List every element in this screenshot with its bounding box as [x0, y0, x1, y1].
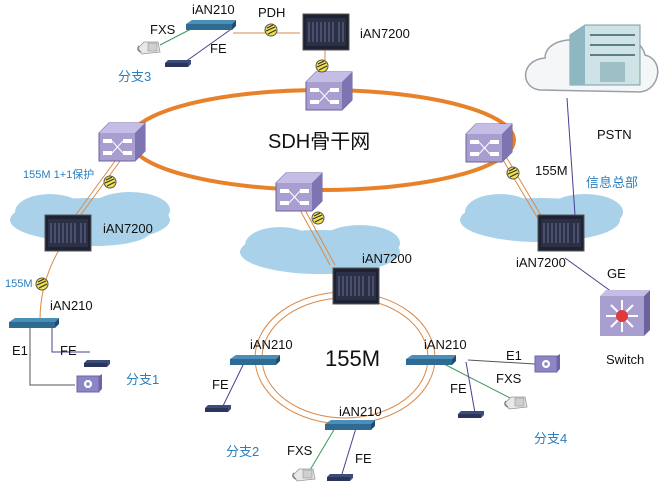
- ian210-branch3: [186, 20, 236, 30]
- ge-label: GE: [607, 266, 626, 281]
- ian7200-label-hq: iAN7200: [516, 255, 566, 270]
- ian7200-hq: [537, 214, 585, 252]
- hq-label: 信息总部: [586, 175, 639, 190]
- ian7200-top: [302, 13, 350, 51]
- fe-label-branch4: FE: [450, 381, 467, 396]
- pbx-icon-branch4: [534, 353, 561, 373]
- 155m-label-left: 155M: [5, 278, 33, 290]
- repeater-icon: [311, 211, 325, 225]
- pdh-label: PDH: [258, 5, 286, 20]
- ian210-label-ring-bottom: iAN210: [339, 404, 382, 419]
- ring-155m-label: 155M: [325, 346, 381, 371]
- ian7200-label-top: iAN7200: [360, 26, 410, 41]
- pstn-label: PSTN: [597, 127, 632, 142]
- branch3-label: 分支3: [118, 69, 152, 84]
- ian210-label-branch4: iAN210: [424, 337, 467, 352]
- phone-icon-branch4: [504, 396, 528, 410]
- ian210-branch4: [406, 355, 456, 365]
- hub-branch2: [205, 405, 231, 412]
- ian210-ring-bottom: [325, 420, 375, 430]
- ian210-label-branch2: iAN210: [250, 337, 293, 352]
- building-icon: [569, 24, 641, 86]
- protection-label: 155M 1+1保护: [23, 169, 95, 181]
- branch4-label: 分支4: [534, 431, 568, 446]
- repeater-icon: [506, 166, 520, 180]
- ian210-label-branch1: iAN210: [50, 298, 93, 313]
- fe-label-branch2: FE: [212, 377, 229, 392]
- phone-icon-branch3: [137, 41, 161, 55]
- pbx-icon-branch1: [76, 373, 103, 393]
- repeater-icon: [103, 175, 117, 189]
- repeater-icon: [315, 59, 329, 73]
- hub-bottom: [327, 474, 353, 481]
- fe-label-branch1: FE: [60, 343, 77, 358]
- ian7200-center: [332, 267, 380, 305]
- repeater-icon: [264, 23, 278, 37]
- branch1-label: 分支1: [126, 372, 160, 387]
- e1-label-branch1: E1: [12, 343, 28, 358]
- 155m-label-hq: 155M: [535, 163, 568, 178]
- cloud-center: [240, 225, 400, 274]
- ian7200-label-left: iAN7200: [103, 221, 153, 236]
- hub-branch3: [165, 60, 191, 67]
- switch-icon: [600, 290, 650, 336]
- repeater-icon: [35, 277, 49, 291]
- hub-branch4: [458, 411, 484, 418]
- fe-label-branch3: FE: [210, 41, 227, 56]
- ian210-branch1: [9, 318, 59, 328]
- ian210-branch2: [230, 355, 280, 365]
- ian7200-label-center: iAN7200: [362, 251, 412, 266]
- phone-icon-bottom: [292, 468, 316, 482]
- sdh-adm-center: [275, 172, 323, 212]
- hub-branch1: [84, 360, 110, 367]
- ian210-label-branch3: iAN210: [192, 2, 235, 17]
- fxs-label-bottom: FXS: [287, 443, 313, 458]
- ian7200-left: [44, 214, 92, 252]
- sdh-adm-right: [465, 123, 513, 163]
- fe-label-bottom: FE: [355, 451, 372, 466]
- fxs-label-branch4: FXS: [496, 371, 522, 386]
- e1-label-branch4: E1: [506, 348, 522, 363]
- branch2-label: 分支2: [226, 444, 260, 459]
- sdh-adm-top: [305, 71, 353, 111]
- sdh-adm-left: [98, 122, 146, 162]
- sdh-backbone-label: SDH骨干网: [268, 131, 371, 153]
- fxs-label-branch3: FXS: [150, 22, 176, 37]
- switch-label: Switch: [606, 352, 645, 367]
